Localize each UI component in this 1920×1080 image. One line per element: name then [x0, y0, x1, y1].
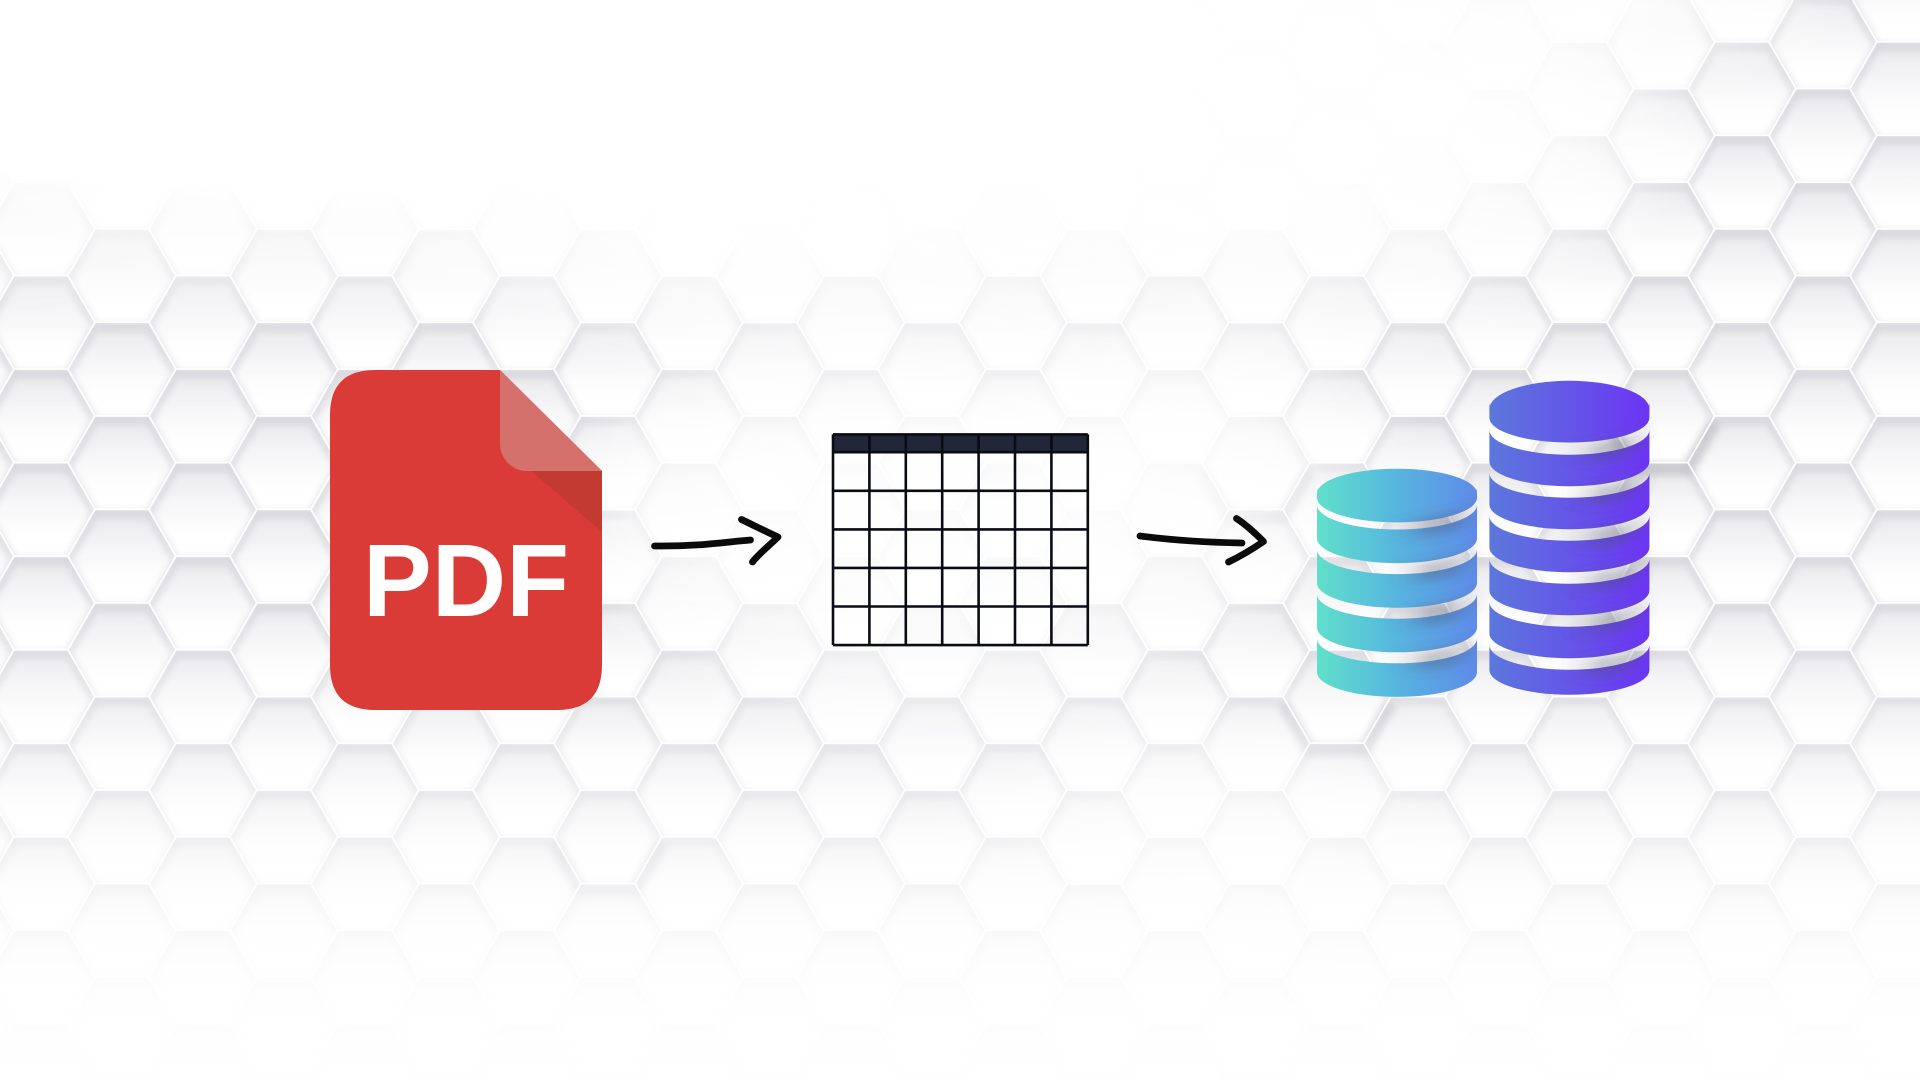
- svg-text:PDF: PDF: [363, 523, 569, 638]
